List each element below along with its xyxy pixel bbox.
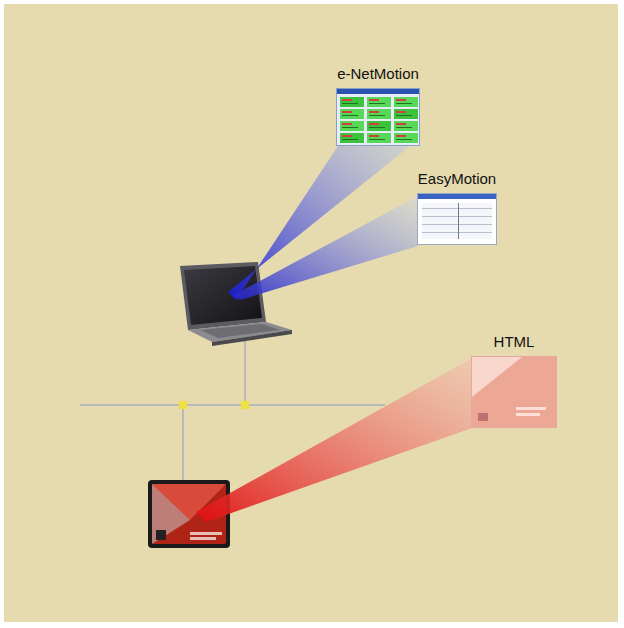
screenshot-node: e-NetMotion (336, 65, 420, 146)
screenshot-node: EasyMotion (417, 170, 497, 245)
screen-detail (367, 133, 391, 143)
screen-detail (478, 413, 488, 421)
screen-detail (396, 123, 406, 125)
screen-detail (342, 127, 358, 128)
light-beam (196, 358, 472, 522)
screen-detail (369, 111, 379, 113)
screen-detail (418, 194, 496, 199)
screenshot (417, 193, 497, 245)
junction (241, 401, 249, 409)
screen-detail (337, 89, 419, 94)
screen-label: EasyMotion (417, 170, 497, 187)
screen-detail (342, 139, 358, 140)
screen-detail (342, 99, 352, 101)
screen-detail (342, 111, 352, 113)
screenshot-node: HTML (471, 333, 557, 428)
screen-detail (472, 357, 522, 397)
screen-detail (396, 111, 406, 113)
screen-detail (516, 413, 540, 416)
screen-detail (396, 139, 412, 140)
screen-detail (342, 135, 352, 137)
screen-detail (369, 99, 379, 101)
screen-detail (396, 115, 412, 116)
screen-detail (342, 123, 352, 125)
background (4, 4, 618, 622)
screen-detail (422, 232, 492, 233)
screen-detail (369, 135, 379, 137)
screen-label: HTML (471, 333, 557, 350)
screen-detail (422, 216, 492, 217)
screen-detail (367, 109, 391, 119)
screen-detail (367, 97, 391, 107)
screen-detail (367, 121, 391, 131)
screen-detail (516, 407, 546, 410)
screen-detail (369, 103, 385, 104)
screen-detail (422, 224, 492, 225)
light-beam (232, 196, 418, 300)
screen-detail (396, 127, 412, 128)
screen-label: e-NetMotion (336, 65, 420, 82)
screen-detail (342, 115, 358, 116)
screen-detail (340, 133, 364, 143)
screen-detail (369, 127, 385, 128)
screen-detail (340, 97, 364, 107)
screen-detail (458, 203, 459, 239)
screen-detail (369, 123, 379, 125)
screen-detail (396, 103, 412, 104)
screen-detail (340, 121, 364, 131)
screen-detail (394, 121, 418, 131)
junction (179, 401, 187, 409)
screenshot (336, 88, 420, 146)
screen-detail (340, 109, 364, 119)
light-beam (228, 138, 420, 300)
screen-detail (396, 99, 406, 101)
screen-detail (369, 115, 385, 116)
screen-detail (342, 103, 358, 104)
screen-detail (394, 97, 418, 107)
screenshot (471, 356, 557, 428)
screen-detail (396, 135, 406, 137)
screen-detail (394, 133, 418, 143)
screen-detail (369, 139, 385, 140)
screen-detail (422, 208, 492, 209)
screen-detail (394, 109, 418, 119)
